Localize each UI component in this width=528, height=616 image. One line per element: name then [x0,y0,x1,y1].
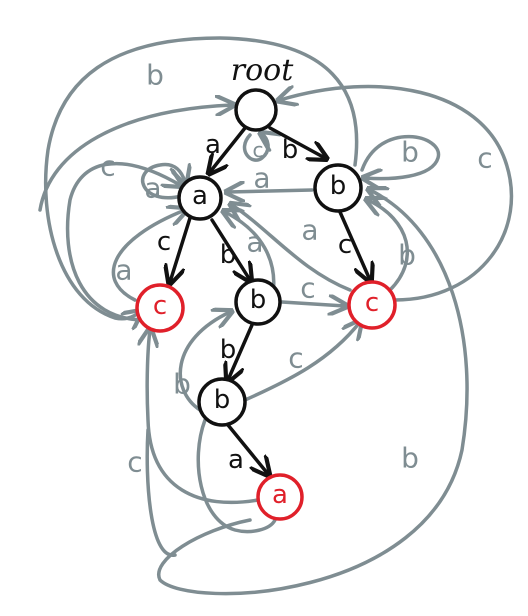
edge-b1-c2 [338,210,370,280]
node-c1-label: c [153,291,167,321]
link-b3-c-to-c2 [243,322,360,402]
link-b2-c-to-c2 [280,302,345,306]
label-b3-b-to-b2: b [173,368,191,401]
label-b2-b3: b [220,335,237,365]
node-b1: b [313,163,363,213]
label-root-outer-b: b [146,59,164,92]
label-c2-a-to-a1: a [301,214,318,247]
edge-a1-c1 [170,216,192,282]
node-b2: b [234,278,282,326]
tree-edges [170,126,370,474]
label-root-self-c: c [253,138,264,162]
node-b3-label: b [214,385,231,415]
link-c1-c-to-a1 [65,161,180,322]
link-b3-b-to-b2 [178,312,230,412]
edge-b3-a2 [226,423,268,474]
node-a1-label: a [192,181,208,211]
link-left-lower-c [145,428,177,557]
label-c1-a-to-a1: a [115,254,132,287]
link-into-root [38,105,232,212]
label-a1-b2: b [220,240,237,270]
root-label: root [231,53,294,88]
label-b3-a2: a [228,445,244,475]
node-c2-terminal: c [347,280,397,330]
tree-edge-labels: a b c b c b a [157,130,352,475]
link-labels: b c b c c a a a a b a c c b c b [100,59,492,479]
edge-root-a1 [210,126,247,172]
label-b3-c-to-c2: c [288,342,303,375]
edge-root-b1 [268,126,325,158]
label-root-a1: a [205,130,221,160]
link-b1-outer-c [280,84,514,302]
label-a1-self-a: a [144,172,161,205]
link-c2-a-to-a1 [232,205,352,292]
node-c2-label: c [365,288,379,318]
link-c2-b-to-b1 [368,200,409,292]
label-b1-c2: c [338,230,352,260]
node-a2-terminal: a [256,473,304,521]
label-a1-c1: c [157,227,171,257]
label-b1-a-to-a1: a [253,162,270,195]
node-b3: b [197,377,247,427]
label-a1-c-to-c1: c [100,150,115,183]
link-b1-self-b [362,134,441,179]
link-c1-a-to-a1 [111,210,185,302]
node-b1-label: b [330,171,347,201]
edge-a1-b2 [210,218,250,280]
label-b2-c-to-c2: c [300,272,315,305]
node-a1: a [177,175,223,221]
label-c2-b-to-b1: b [398,239,416,272]
label-b2-a-to-a1: a [246,226,263,259]
link-a2-b-to-b1 [156,190,469,596]
edge-b2-b3 [228,323,254,380]
link-root-self-c [242,134,269,162]
link-root-outer-b [43,36,359,319]
label-a2-c-to-c1: c [127,446,142,479]
link-b1-a-to-a1 [228,190,314,192]
label-root-b1: b [282,135,299,165]
label-b1-self-b: b [401,136,419,169]
node-root [234,88,278,132]
label-a2-b-to-b1: b [401,442,419,475]
link-b3-bottom-loop [196,418,277,534]
label-b1-outer-c: c [477,142,492,175]
node-c1-terminal: c [135,283,185,333]
node-b2-label: b [250,285,267,315]
node-a2-label: a [272,480,288,510]
